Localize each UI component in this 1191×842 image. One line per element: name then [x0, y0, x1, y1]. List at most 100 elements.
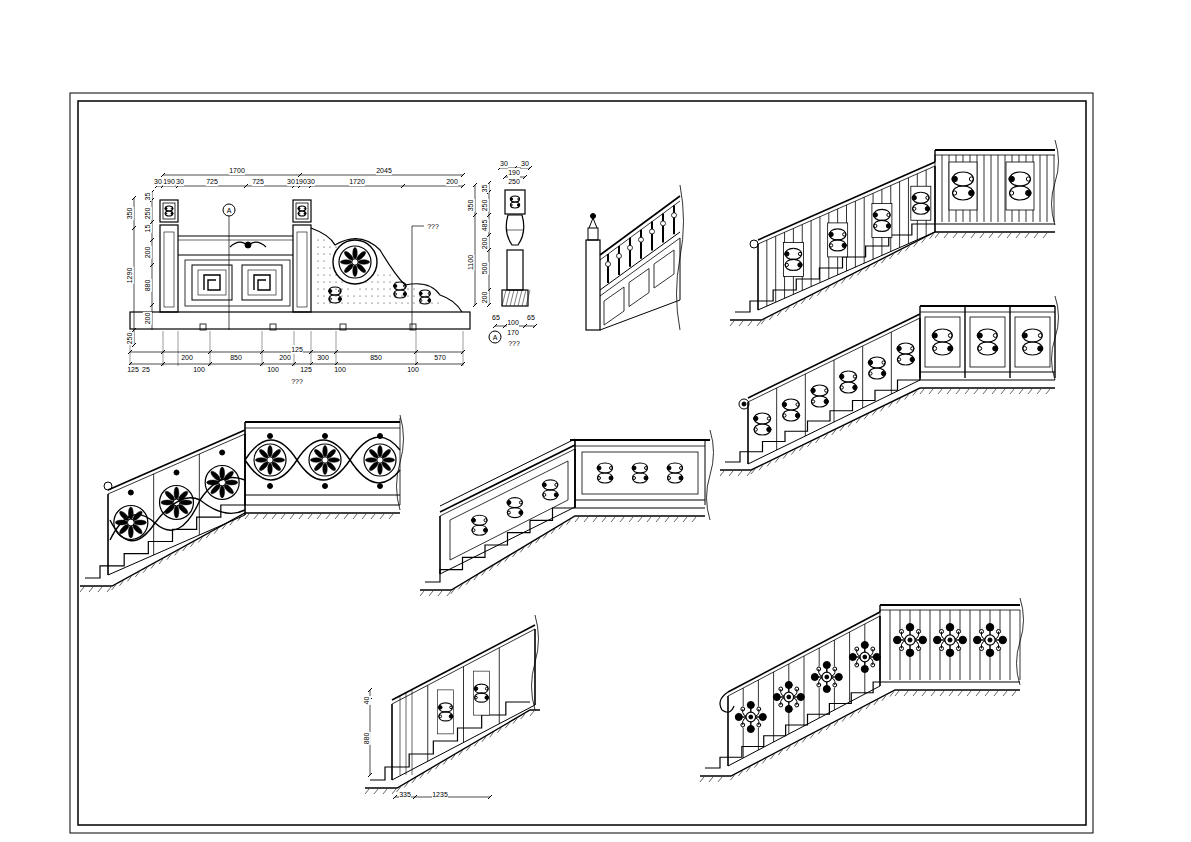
- stipple: [324, 275, 325, 276]
- drawing-line: [473, 183, 477, 187]
- drawing-line: [392, 789, 396, 794]
- ornament: [628, 245, 633, 250]
- drawing-line: [856, 418, 860, 423]
- drawing-line: [412, 226, 424, 227]
- ornament: [268, 445, 272, 457]
- drawing-line: [507, 230, 523, 231]
- ornament: [853, 375, 856, 378]
- dimension-label: 200: [446, 177, 459, 186]
- ornament: [795, 687, 799, 691]
- stipple: [426, 296, 427, 297]
- drawing-line: [962, 233, 966, 238]
- dimension-label: 350: [466, 199, 475, 212]
- drawing-line: [935, 155, 936, 222]
- stipple: [318, 254, 319, 255]
- ornament: [378, 463, 382, 475]
- drawing-line: [970, 610, 971, 680]
- frame-rect: [1006, 162, 1034, 210]
- dimension-label: 880: [143, 279, 152, 292]
- stipple: [402, 303, 403, 304]
- ornament: [956, 646, 960, 650]
- drawing-line: [175, 550, 179, 555]
- drawing-line: [899, 182, 900, 248]
- drawing-line: [998, 233, 1002, 238]
- ornament: [796, 403, 799, 406]
- stipple: [366, 282, 367, 283]
- ornament: [511, 196, 520, 208]
- drawing-line: [858, 708, 862, 713]
- frame-rect: [949, 162, 977, 210]
- drawing-line: [769, 315, 773, 320]
- drawing-line: [794, 742, 798, 747]
- drawing-line: [938, 389, 942, 394]
- ground-line: [700, 690, 1020, 776]
- frame-rect: [410, 324, 416, 330]
- dimension-label: 190: [508, 168, 521, 177]
- ornament: [785, 263, 788, 266]
- ornament: [978, 347, 982, 351]
- ground-line: [720, 388, 1055, 470]
- ornament: [894, 636, 901, 643]
- ornament: [475, 684, 489, 702]
- frame-rect: [242, 265, 282, 300]
- drawing-line: [802, 738, 806, 743]
- drawing-line: [620, 517, 624, 522]
- stipple: [378, 303, 379, 304]
- ornament: [475, 684, 489, 702]
- drawing-line: [692, 517, 696, 522]
- stipple: [414, 289, 415, 290]
- drawing-line: [880, 610, 881, 680]
- ornament: [969, 177, 973, 181]
- drawing-line: [759, 465, 763, 470]
- drawing-line: [738, 471, 742, 476]
- drawing-line: [512, 552, 516, 557]
- ornament: [913, 207, 916, 210]
- drawing-line: [513, 719, 517, 724]
- drawing-line: [862, 346, 863, 408]
- ornament: [869, 357, 886, 379]
- stipple: [324, 261, 325, 262]
- ornament: [128, 490, 133, 495]
- ornament: [897, 358, 900, 361]
- drawing-line: [551, 529, 555, 534]
- drawing-line: [474, 741, 478, 746]
- ornament: [754, 416, 758, 420]
- stipple: [330, 289, 331, 290]
- drawing-line: [864, 414, 868, 419]
- drawing-line: [850, 712, 854, 717]
- drawing-line: [629, 517, 633, 522]
- dimension-label: 250: [125, 332, 134, 345]
- ornament: [747, 725, 754, 732]
- ornament: [174, 470, 179, 475]
- drawing-line: [976, 691, 980, 696]
- drawing-line: [526, 290, 530, 306]
- drawing-line: [1010, 389, 1014, 394]
- ornament: [932, 333, 937, 338]
- drawing-line: [163, 331, 164, 366]
- ornament: [668, 463, 683, 483]
- drawing-line: [254, 514, 258, 519]
- drawing-line: [473, 303, 477, 307]
- stipple: [348, 296, 349, 297]
- stipple: [336, 289, 337, 290]
- ornament: [1038, 346, 1043, 351]
- ornament: [811, 673, 818, 680]
- stipple: [360, 303, 361, 304]
- frame-rect: [160, 200, 178, 222]
- drawing-line: [336, 331, 337, 366]
- ornament: [959, 636, 966, 643]
- break-line: [707, 430, 714, 520]
- frame-rect: [911, 186, 931, 220]
- dimension-label: 200: [181, 353, 194, 362]
- drawing-line: [368, 773, 372, 777]
- frame-rect: [582, 452, 698, 494]
- drawing-line: [931, 691, 935, 696]
- drawing-line: [700, 777, 704, 782]
- ornament: [439, 715, 442, 718]
- drawing-line: [849, 632, 850, 702]
- ornament: [679, 476, 683, 480]
- dimension-label: A: [492, 333, 498, 342]
- drawing-line: [920, 389, 924, 394]
- drawing-line: [440, 445, 575, 512]
- drawing-line: [151, 563, 155, 568]
